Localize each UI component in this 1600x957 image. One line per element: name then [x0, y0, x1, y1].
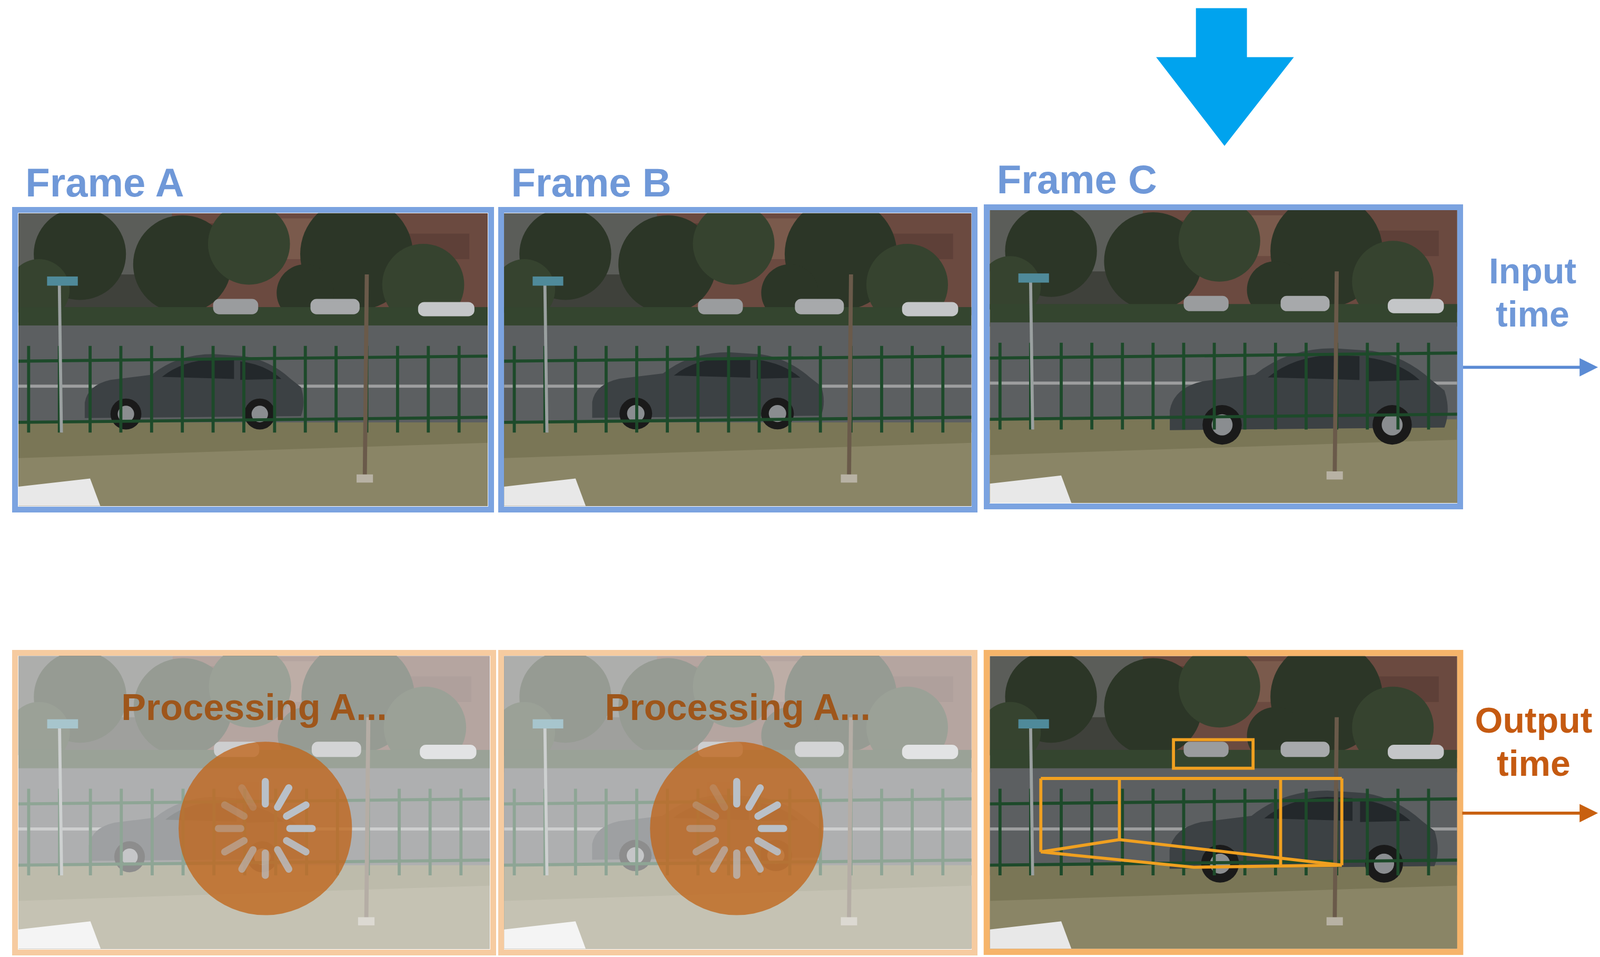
output-frame: Processing A... — [498, 649, 979, 955]
output-frame: Processing A... — [12, 649, 496, 955]
frame-title: Frame B — [511, 159, 672, 206]
input-frame: Frame B — [498, 206, 979, 512]
input-time-axis — [1462, 358, 1598, 377]
axis-label: Output time — [1470, 698, 1597, 785]
status-text: Processing A... — [17, 655, 490, 729]
input-frame: Frame A — [12, 206, 495, 512]
output-frame-c-photo — [979, 640, 1461, 952]
detection-boxes — [1040, 739, 1342, 867]
input-frame-c-photo — [979, 194, 1458, 503]
input-frame-b-photo — [494, 198, 972, 507]
axis-label: Input time — [1469, 249, 1596, 336]
output-frame-a-photo — [7, 640, 490, 949]
status-text: Processing A... — [504, 655, 973, 729]
output-time-axis — [1462, 803, 1598, 823]
frame-title: Frame A — [25, 159, 184, 206]
input-frame-a-photo — [7, 198, 488, 507]
frame-title: Frame C — [996, 156, 1158, 203]
input-frame: Frame C — [983, 204, 1464, 510]
output-frame-b-photo — [494, 640, 972, 949]
current-frame-arrow — [1156, 7, 1295, 146]
